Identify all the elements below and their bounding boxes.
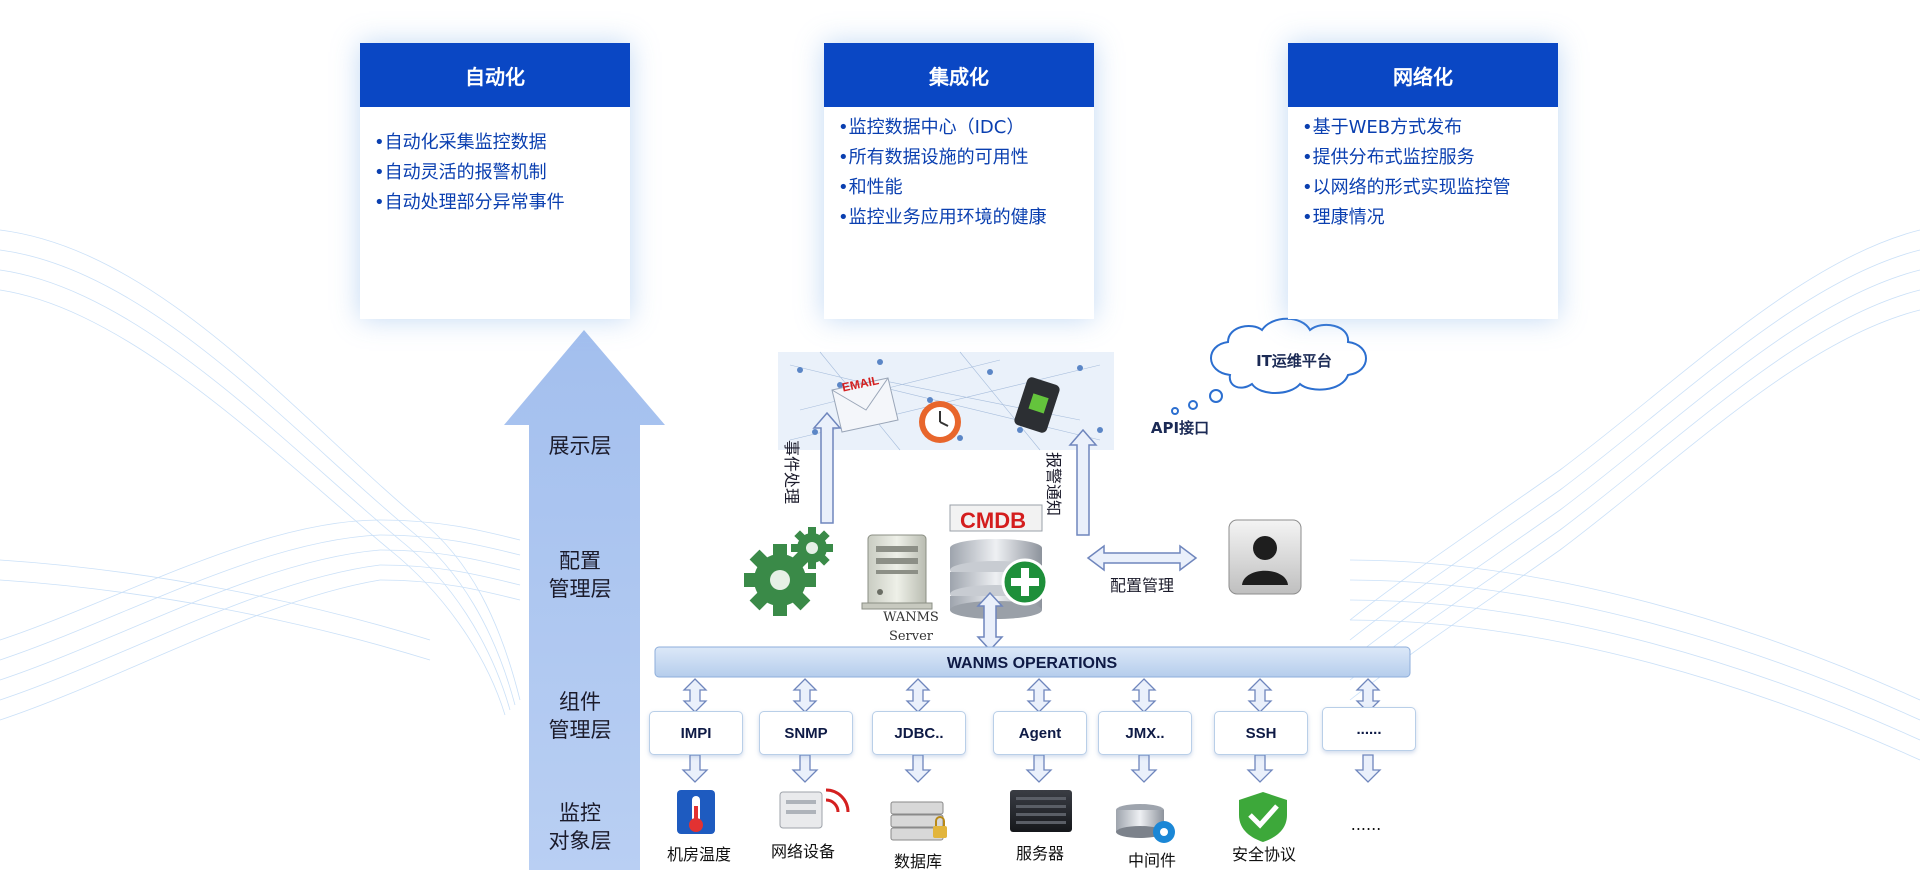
layer-monitor-target: 监控 对象层 xyxy=(530,799,630,855)
card-item: 自动处理部分异常事件 xyxy=(374,188,616,218)
thermometer-icon xyxy=(677,790,715,834)
card-item: 基于WEB方式发布 xyxy=(1302,113,1544,143)
database-icon xyxy=(890,801,947,841)
cmdb-database-icon xyxy=(949,504,1049,619)
server-label-line2: Server xyxy=(889,629,934,644)
target-room-temperature: 机房温度 xyxy=(666,845,731,864)
card-item: 自动灵活的报警机制 xyxy=(374,158,616,188)
card-item-continuation: 理康情况 xyxy=(1302,203,1544,233)
card-item-list: 监控数据中心（IDC） 所有数据设施的可用性 和性能 监控业务应用环境的健康 xyxy=(838,113,1080,233)
cmdb-label: CMDB xyxy=(960,508,1026,533)
gears-icon xyxy=(744,527,833,616)
layer-configuration: 配置 管理层 xyxy=(530,547,630,603)
layer-component: 组件 管理层 xyxy=(530,688,630,744)
server-label-line1: WANMS xyxy=(883,610,939,625)
protocol-label: IMPI xyxy=(680,724,712,742)
operations-bar xyxy=(654,646,1411,678)
protocol-label: SNMP xyxy=(784,724,828,742)
protocol-label: Agent xyxy=(1018,724,1062,742)
event-arrow xyxy=(812,411,842,524)
email-icon: EMAIL xyxy=(831,373,899,433)
network-device-icon xyxy=(779,788,850,829)
layer-presentation: 展示层 xyxy=(530,432,630,460)
card-item: 以网络的形式实现监控管 xyxy=(1302,173,1544,203)
layer-label: 管理层 xyxy=(548,577,612,601)
target-server: 服务器 xyxy=(1015,844,1064,863)
api-label: API接口 xyxy=(1151,419,1209,437)
card-item: 监控数据中心（IDC） xyxy=(838,113,1080,143)
layer-label: 监控 xyxy=(559,801,601,825)
card-title: 自动化 xyxy=(360,43,630,107)
protocol-agent: Agent xyxy=(993,711,1087,755)
target-middleware: 中间件 xyxy=(1127,851,1176,870)
target-security-protocol: 安全协议 xyxy=(1231,845,1296,864)
config-double-arrow xyxy=(1086,544,1198,572)
card-title: 集成化 xyxy=(824,43,1094,107)
protocol-snmp: SNMP xyxy=(759,711,853,755)
target-more: ...... xyxy=(1350,815,1382,834)
cloud-shape xyxy=(1171,317,1367,415)
card-item-text: 和性能 xyxy=(848,177,903,198)
decorative-wave-left xyxy=(0,229,521,721)
protocol-more: ...... xyxy=(1322,707,1416,751)
feature-card-networking: 网络化 基于WEB方式发布 提供分布式监控服务 以网络的形式实现监控管 理康情况 xyxy=(1288,43,1558,319)
layer-label: 组件 xyxy=(559,690,601,714)
card-item: 提供分布式监控服务 xyxy=(1302,143,1544,173)
protocol-ssh: SSH xyxy=(1214,711,1308,755)
protocol-label: JDBC.. xyxy=(894,724,944,742)
clock-icon xyxy=(919,401,961,443)
layer-label: 对象层 xyxy=(548,829,612,853)
target-database: 数据库 xyxy=(893,852,942,871)
shield-check-icon xyxy=(1239,792,1287,842)
event-label: 事件处理 xyxy=(782,440,801,504)
middleware-icon xyxy=(1116,804,1175,843)
alarm-arrow xyxy=(1068,428,1098,536)
layer-label: 管理层 xyxy=(548,718,612,742)
card-item-continuation: 和性能 xyxy=(838,173,1080,203)
decorative-wave-right xyxy=(1349,229,1920,761)
operations-label: WANMS OPERATIONS xyxy=(947,655,1118,672)
protocol-impi: IMPI xyxy=(649,711,743,755)
protocol-label: SSH xyxy=(1245,724,1277,742)
card-item: 自动化采集监控数据 xyxy=(374,128,616,158)
card-item: 所有数据设施的可用性 xyxy=(838,143,1080,173)
feature-card-integration: 集成化 监控数据中心（IDC） 所有数据设施的可用性 和性能 监控业务应用环境的… xyxy=(824,43,1094,319)
server-rack-icon xyxy=(1010,790,1072,832)
layer-label: 展示层 xyxy=(548,434,612,458)
card-item-list: 基于WEB方式发布 提供分布式监控服务 以网络的形式实现监控管 理康情况 xyxy=(1302,113,1544,233)
network-map-image: EMAIL xyxy=(778,351,1114,451)
target-network-device: 网络设备 xyxy=(770,842,835,861)
card-title: 网络化 xyxy=(1288,43,1558,107)
phone-icon xyxy=(1014,377,1060,433)
card-item-text: 理康情况 xyxy=(1312,207,1385,228)
alarm-label: 报警通知 xyxy=(1044,452,1063,516)
protocol-jdbc: JDBC.. xyxy=(872,711,966,755)
protocol-label: ...... xyxy=(1356,720,1382,738)
card-item-list: 自动化采集监控数据 自动灵活的报警机制 自动处理部分异常事件 xyxy=(374,128,616,218)
layer-label: 配置 xyxy=(559,549,601,573)
protocol-jmx: JMX.. xyxy=(1098,711,1192,755)
server-icon xyxy=(861,534,933,610)
card-item: 监控业务应用环境的健康 xyxy=(838,203,1080,233)
cmdb-ops-arrow xyxy=(976,591,1004,652)
protocol-label: JMX.. xyxy=(1125,724,1165,742)
config-label: 配置管理 xyxy=(1110,576,1174,595)
admin-avatar-icon xyxy=(1228,519,1302,595)
feature-card-automation: 自动化 自动化采集监控数据 自动灵活的报警机制 自动处理部分异常事件 xyxy=(360,43,630,319)
layer-arrow xyxy=(504,330,665,870)
cloud-label: IT运维平台 xyxy=(1256,352,1332,370)
